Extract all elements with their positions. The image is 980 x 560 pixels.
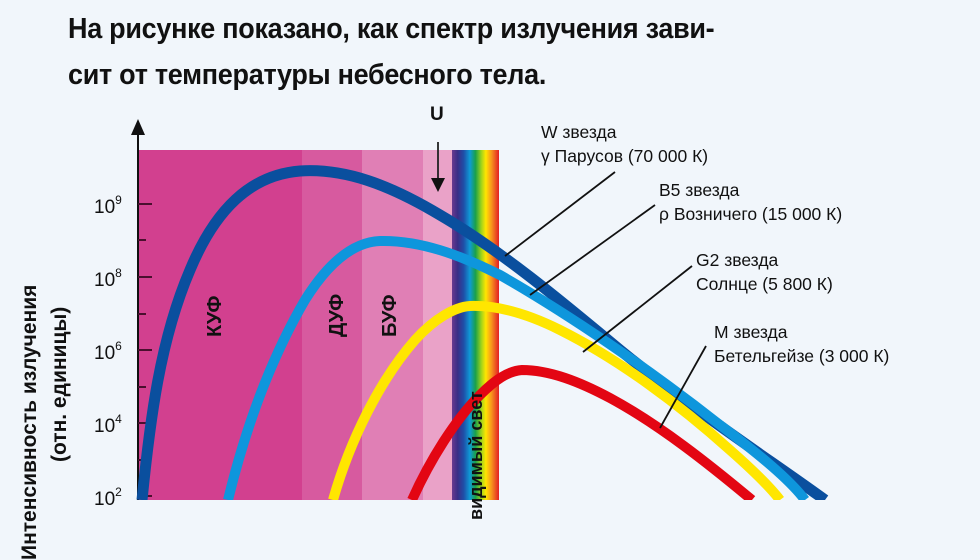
leader-lines [504, 171, 707, 429]
region-label-visible-light: видимый свет [466, 391, 486, 520]
y-axis-arrow-icon [131, 119, 145, 135]
y-axis-label-line-2: (отн. единицы) [48, 306, 71, 462]
star-label-g2-type: G2 звезда [696, 250, 779, 270]
region-label-kuf: КУФ [204, 295, 226, 337]
tick-label-1e8: 108 [94, 266, 122, 291]
star-label-w-type: W звезда [541, 122, 617, 142]
tick-label-1e2: 102 [94, 485, 122, 510]
u-arrow-icon [431, 178, 445, 192]
y-axis-label-line-1: Интенсивность излучения [18, 284, 41, 560]
title-line-2: сит от температуры небесного тела. [68, 59, 547, 91]
region-label-duf: ДУФ [326, 293, 348, 337]
u-marker-label: U [430, 104, 444, 125]
curve-b5-star [223, 235, 809, 500]
y-axis-label-units: (отн. единицы) [48, 307, 72, 462]
title-line-1: На рисунке показано, как спектр излучени… [68, 13, 715, 45]
curve-g2-star [328, 300, 784, 500]
star-label-m-name: Бетельгейзе (3 000 К) [714, 346, 890, 366]
star-label-b5-name: ρ Возничего (15 000 К) [659, 204, 843, 224]
star-label-w: W звезда γ Парусов (70 000 К) [541, 120, 708, 168]
spectrum-chart [131, 119, 829, 500]
star-label-m: M звезда Бетельгейзе (3 000 К) [714, 320, 889, 368]
star-label-b5: B5 звезда ρ Возничего (15 000 К) [659, 178, 842, 226]
y-axis-label: Интенсивность излучения [18, 285, 42, 560]
star-label-w-name: γ Парусов (70 000 К) [541, 146, 709, 166]
region-label-buf: БУФ [379, 294, 401, 337]
tick-label-1e6: 106 [94, 339, 122, 364]
tick-label-1e9: 109 [94, 193, 122, 218]
star-label-b5-type: B5 звезда [659, 180, 740, 200]
star-label-g2-name: Солнце (5 800 К) [696, 274, 833, 294]
curve-m-star [407, 364, 756, 500]
tick-label-1e4: 104 [94, 412, 122, 437]
visible-light-band [452, 150, 499, 500]
star-label-m-type: M звезда [714, 322, 788, 342]
star-label-g2: G2 звезда Солнце (5 800 К) [696, 248, 833, 296]
page-title: На рисунке показано, как спектр излучени… [68, 6, 905, 98]
buf-band [362, 150, 423, 500]
